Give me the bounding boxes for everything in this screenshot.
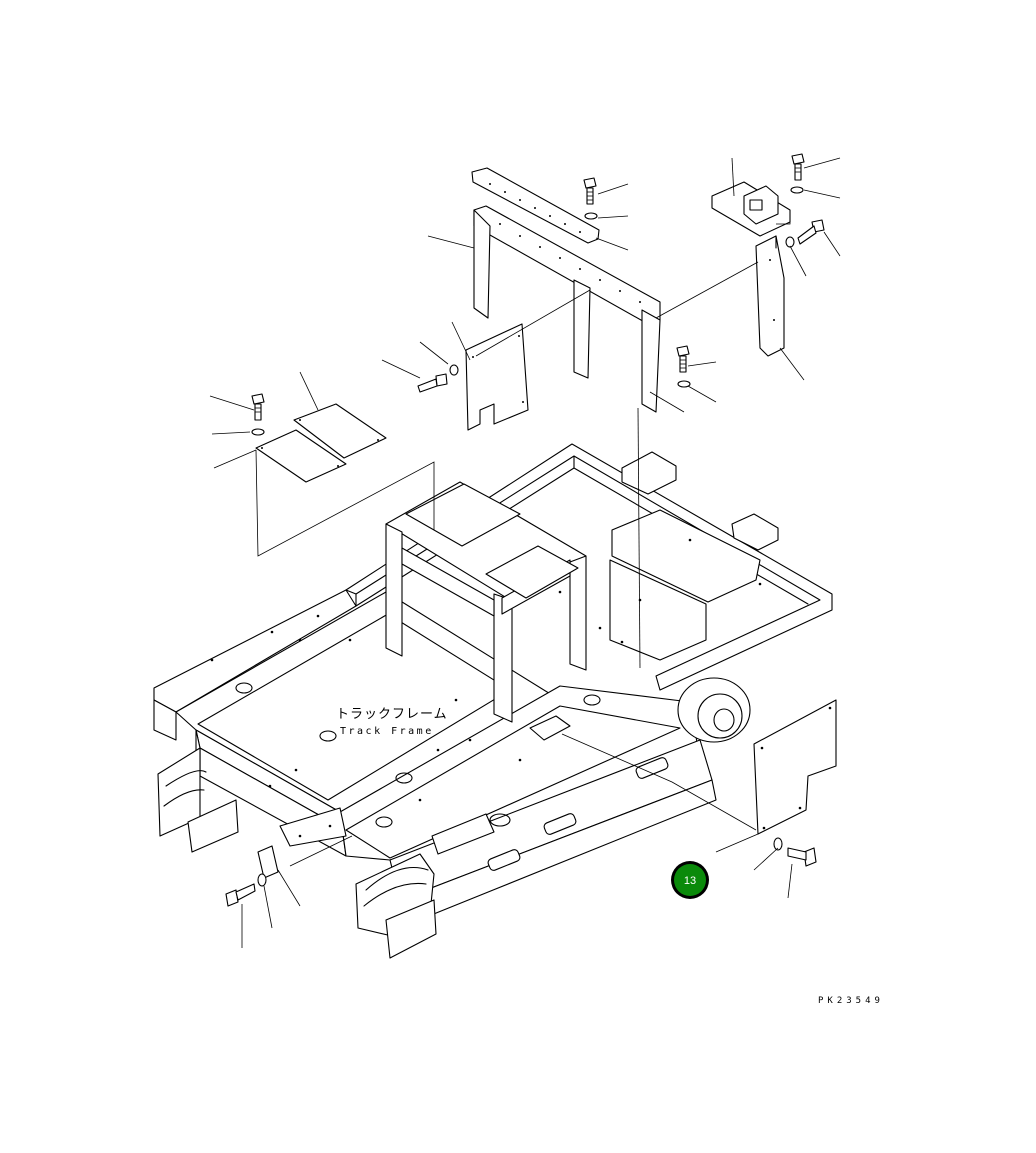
callout-number: 13 [684,875,696,887]
bolt-icon [787,847,817,867]
track-frame-body [153,443,833,959]
track-frame-label-jp: トラックフレーム [336,707,448,722]
lower-left-bracket [257,807,347,879]
bolt-icon [225,883,256,907]
washer-icon [257,873,267,887]
bolt-icon [583,177,597,205]
bolt-icon [797,219,825,245]
upper-right-bracket [711,181,791,357]
washer-icon [790,186,804,194]
bolt-icon [417,373,448,393]
floor-cover-plates [255,403,387,483]
washer-icon [785,236,795,248]
leader-lines [209,157,841,948]
washer-icon [251,428,265,436]
washer-icon [449,364,459,376]
side-cover-plate [753,699,837,835]
track-frame-label-en: Track Frame [340,726,434,737]
washer-icon [677,380,691,388]
bolt-icon [791,153,805,181]
upper-cross-frame [465,167,661,431]
bolt-icon [251,393,265,421]
washer-icon [773,837,783,851]
washer-icon [584,212,598,220]
drawing-code: PK23549 [818,996,884,1006]
callout-13-button[interactable]: 13 [671,861,709,899]
bolt-icon [676,345,690,373]
